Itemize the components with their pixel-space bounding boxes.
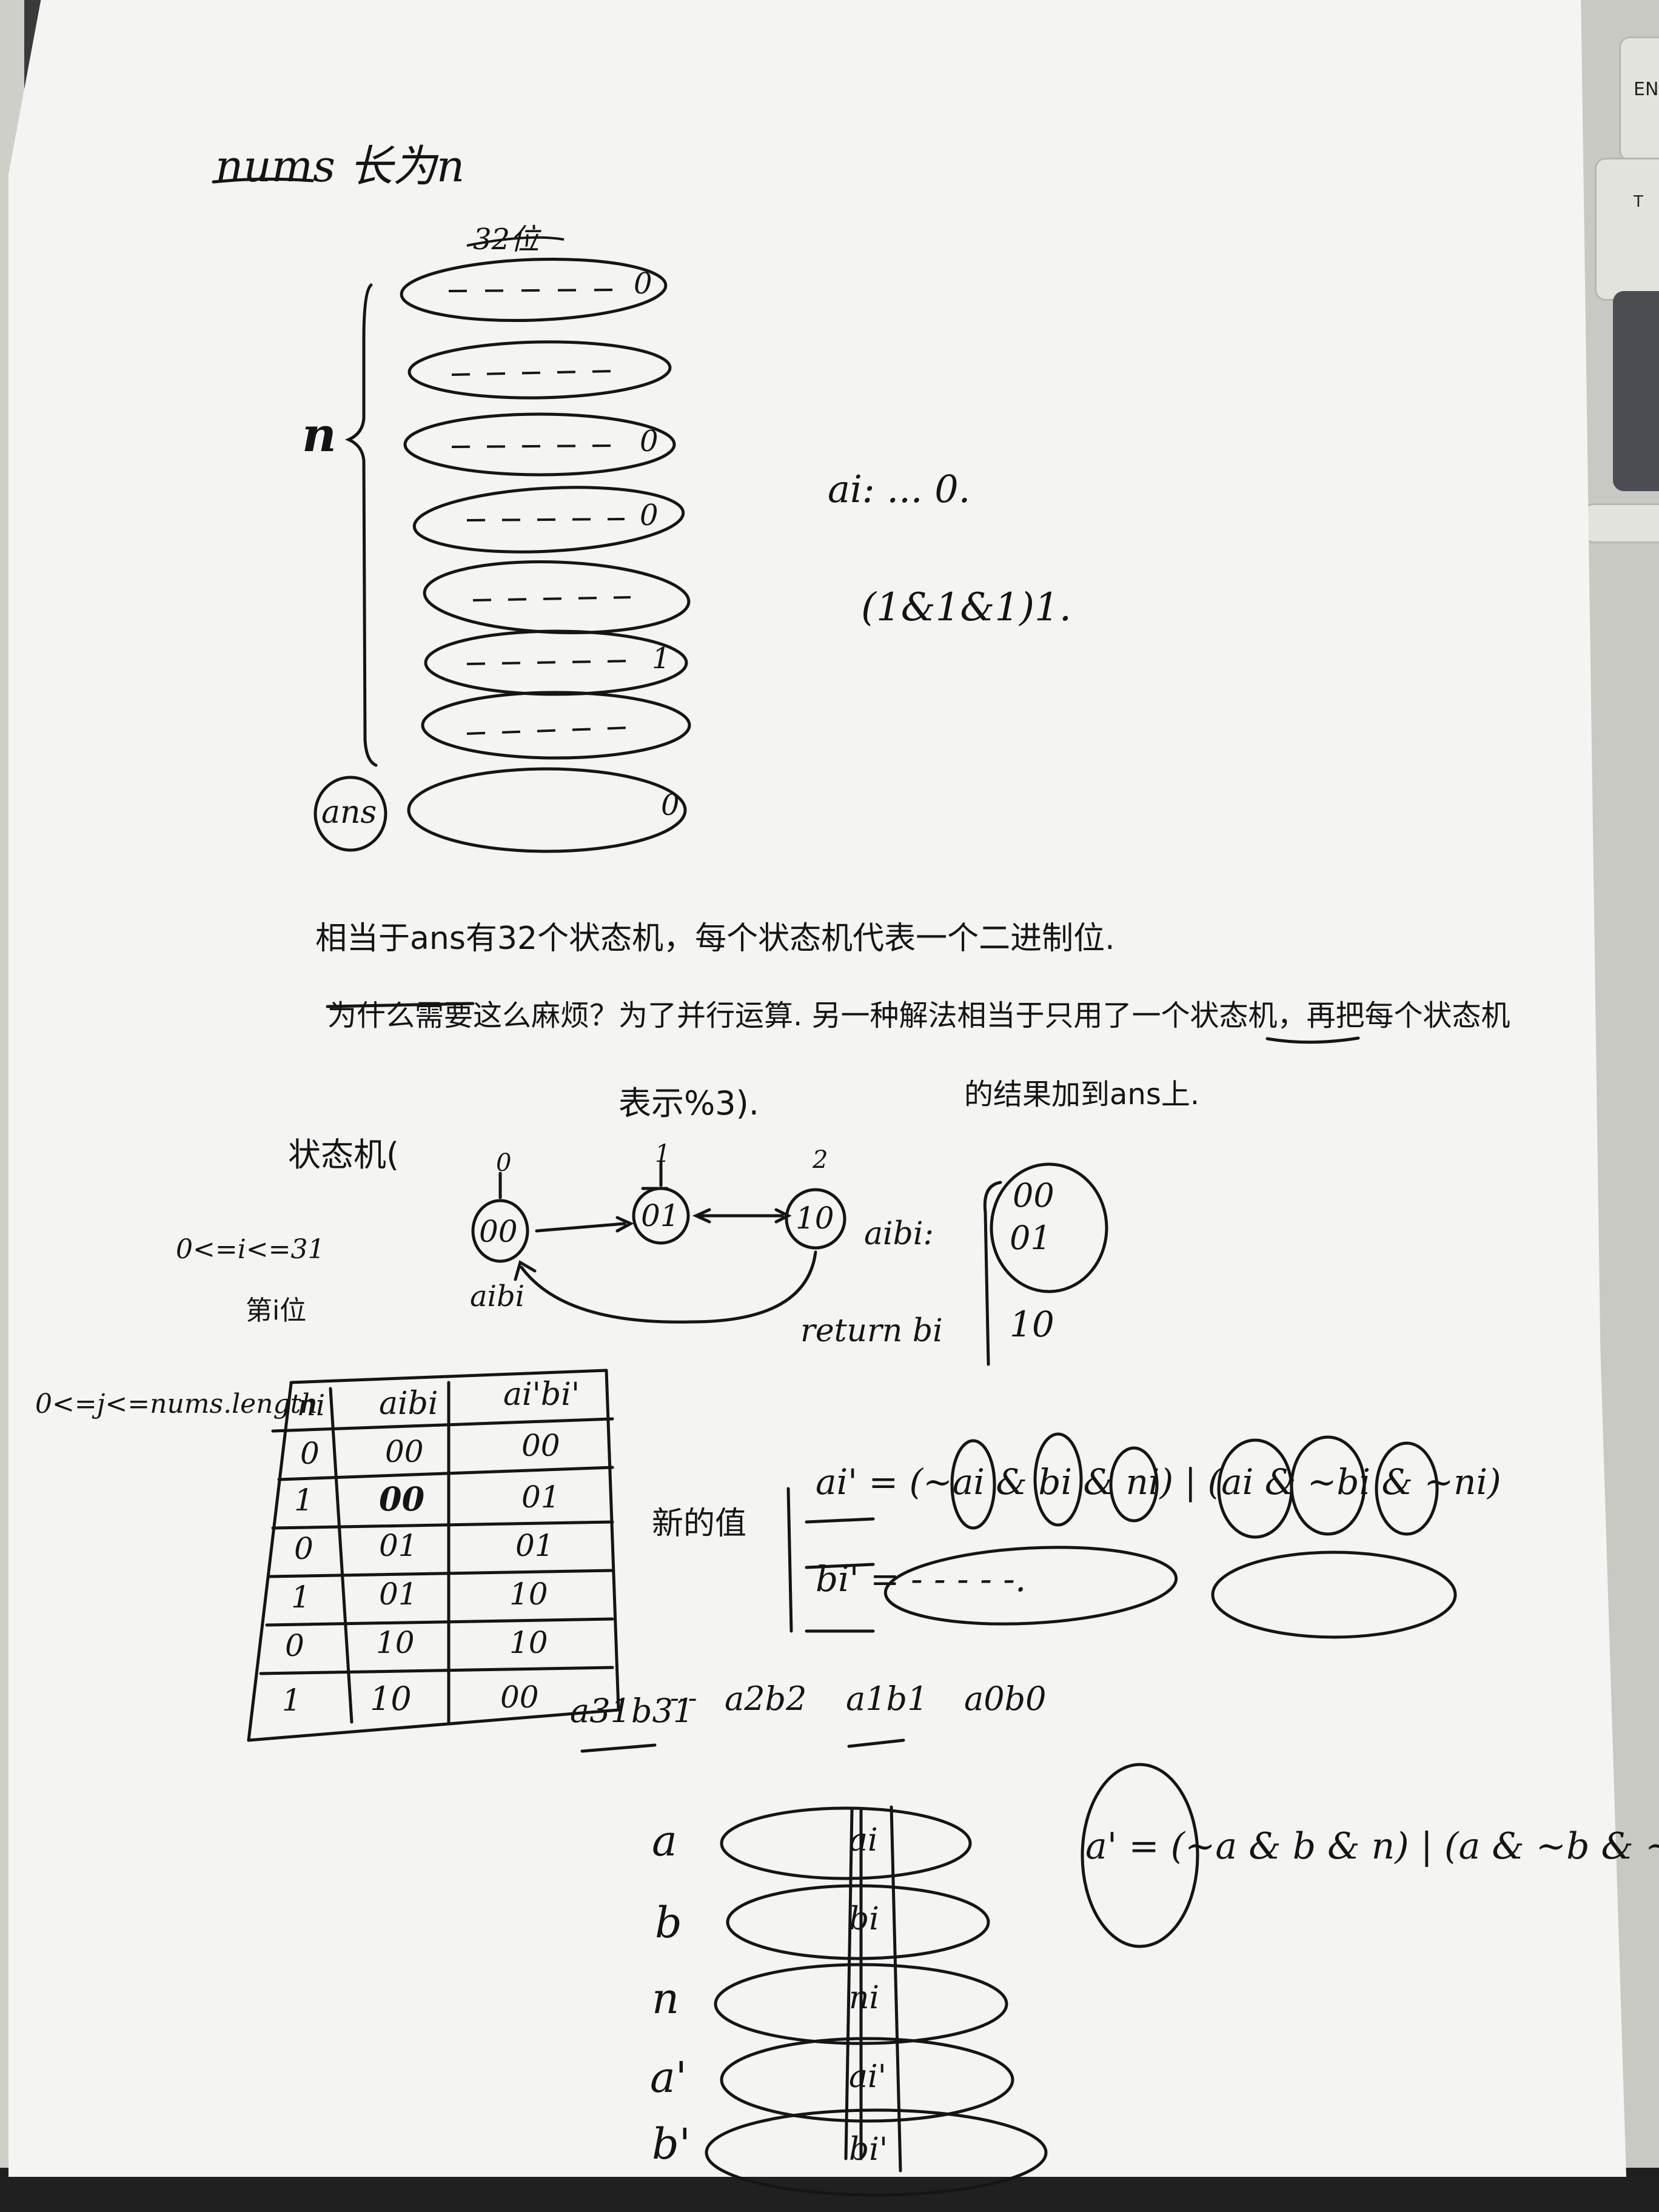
table-cell: 01	[379, 1528, 418, 1563]
new-value-label: 新的值	[652, 1506, 747, 1542]
state-number: 0	[496, 1149, 512, 1177]
lower-ellipses	[705, 1805, 1048, 2197]
table-cell: 0	[285, 1628, 304, 1663]
ai-line: ai: ... 0.	[828, 467, 971, 511]
a-prime-expression: a' = (~a & b & n) | (a & ~b & ~n)	[1085, 1825, 1659, 1868]
ab-value: 10	[1010, 1304, 1054, 1345]
paragraph-line-1: 相当于ans有32个状态机，每个状态机代表一个二进制位.	[315, 920, 1115, 957]
bits-label: 32位	[473, 223, 540, 256]
n-brace	[344, 283, 378, 767]
bit-pair: a0b0	[964, 1680, 1047, 1718]
bit-dashes	[448, 289, 631, 735]
formula-marks	[786, 1432, 1457, 1639]
paper-sheet	[8, 0, 1626, 2177]
table-header: ai'bi'	[503, 1376, 580, 1413]
ans-label: ans	[321, 794, 377, 831]
row-label: b'	[652, 2119, 691, 2169]
table-cell: 0	[300, 1436, 320, 1471]
range-j: 0<=j<=nums.length	[35, 1389, 318, 1419]
table-cell: 01	[379, 1577, 418, 1612]
ab-bracket	[983, 1181, 1002, 1366]
keyboard-key	[1619, 36, 1659, 161]
ith-bit-label: 第i位	[246, 1295, 307, 1326]
row-end-bit: 0	[640, 498, 659, 532]
example-expression: (1&1&1)1.	[861, 585, 1072, 630]
edge-label: aibi	[470, 1279, 525, 1313]
table-cell: 01	[515, 1528, 554, 1563]
ab-value: 01	[1010, 1219, 1051, 1257]
key-label: T	[1634, 193, 1643, 211]
b-prime-formula: bi' = - - - - -.	[816, 1558, 1027, 1600]
table-header: ni	[297, 1389, 326, 1423]
state-machine-label: 状态机(	[288, 1136, 400, 1174]
row-end-bit: 0	[634, 267, 652, 301]
table-cell: 00	[500, 1680, 539, 1715]
ab-circle	[990, 1162, 1108, 1293]
keyboard-key	[1613, 291, 1659, 491]
row-end-bit: 1	[652, 642, 671, 675]
paragraph-underline	[1265, 1036, 1360, 1044]
state-machine-graph	[471, 1159, 846, 1324]
paragraph-line-3: 的结果加到ans上.	[964, 1078, 1200, 1111]
state-00: 00	[479, 1214, 518, 1249]
bits-underline	[466, 236, 565, 247]
bit-pair: a31b31	[570, 1692, 694, 1730]
table-header: aibi	[379, 1386, 438, 1422]
row-label: n	[652, 1974, 680, 2023]
row-label: a	[652, 1816, 677, 1866]
bit-pair-ellipsis: ---	[670, 1683, 697, 1714]
table-cell: 1	[294, 1483, 313, 1518]
ans-circle	[313, 776, 387, 852]
state-number: 2	[813, 1146, 828, 1174]
bit-cell: ni	[849, 1980, 880, 2016]
a-prime-formula: ai' = (~ai & bi & ni) | (ai & ~bi & ~ni)	[816, 1461, 1501, 1503]
state-01: 01	[641, 1198, 680, 1233]
a-prime-circle	[1081, 1763, 1199, 1948]
row-end-bit: 0	[640, 424, 659, 458]
table-cell: 10	[376, 1625, 415, 1660]
table-cell: 10	[509, 1625, 548, 1660]
n-label: n	[302, 407, 337, 463]
bit-cell: bi'	[849, 2131, 888, 2168]
bit-pair-marks	[580, 1738, 905, 1753]
table-cell: 0	[294, 1531, 313, 1566]
page-title: nums 长为n	[215, 141, 465, 192]
strike-1	[326, 1002, 475, 1008]
bit-cell: bi	[849, 1901, 879, 1937]
ab-value: 00	[1013, 1176, 1054, 1215]
paragraph-line-2: 为什么需要这么麻烦？为了并行运算. 另一种解法相当于只用了一个状态机，再把每个状…	[327, 999, 1510, 1033]
bit-cell: ai'	[849, 2059, 886, 2095]
state-number: 1	[655, 1140, 671, 1168]
bit-pair: a1b1	[846, 1680, 928, 1718]
return-label: return bi	[800, 1313, 943, 1349]
ab-label: aibi:	[864, 1216, 934, 1252]
row-label: b	[655, 1898, 682, 1948]
key-label: EN	[1634, 79, 1659, 100]
table-cell: 01	[521, 1480, 560, 1515]
table-cell: 00	[521, 1428, 560, 1463]
title-underline	[212, 177, 314, 184]
bit-pair: a2b2	[725, 1680, 807, 1718]
table-cell: 1	[282, 1683, 301, 1718]
range-i: 0<=i<=31	[176, 1234, 325, 1265]
keyboard-key	[1583, 503, 1659, 543]
table-cell: 10	[509, 1577, 548, 1612]
bit-cell: ai	[849, 1822, 878, 1858]
row-end-bit: 0	[661, 788, 680, 822]
table-cell: 1	[291, 1580, 310, 1615]
table-cell: 00	[379, 1480, 425, 1518]
table-cell: 00	[385, 1434, 424, 1469]
bit-row-ellipses	[400, 257, 691, 853]
state-10: 10	[796, 1201, 834, 1236]
table-cell: 10	[370, 1680, 412, 1718]
truth-table-grid	[247, 1369, 620, 1742]
row-label: a'	[650, 2053, 687, 2102]
state-machine-label-suffix: 表示%3).	[618, 1084, 759, 1122]
